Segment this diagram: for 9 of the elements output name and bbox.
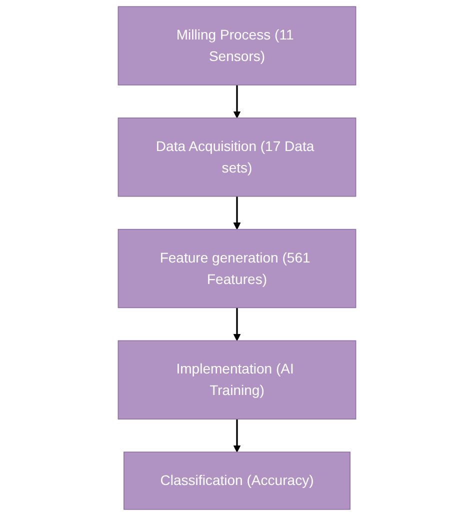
- node-box: Milling Process (11 Sensors): [118, 6, 356, 86]
- arrow: [233, 84, 241, 118]
- arrow: [233, 419, 241, 452]
- node-box: Data Acquisition (17 Data sets): [118, 118, 356, 197]
- arrow: [233, 196, 241, 230]
- node-box: Implementation (AI Training): [118, 340, 356, 420]
- node-box: Feature generation (561 Features): [118, 228, 356, 308]
- arrow: [233, 308, 241, 342]
- node-box: Classification (Accuracy): [124, 452, 350, 510]
